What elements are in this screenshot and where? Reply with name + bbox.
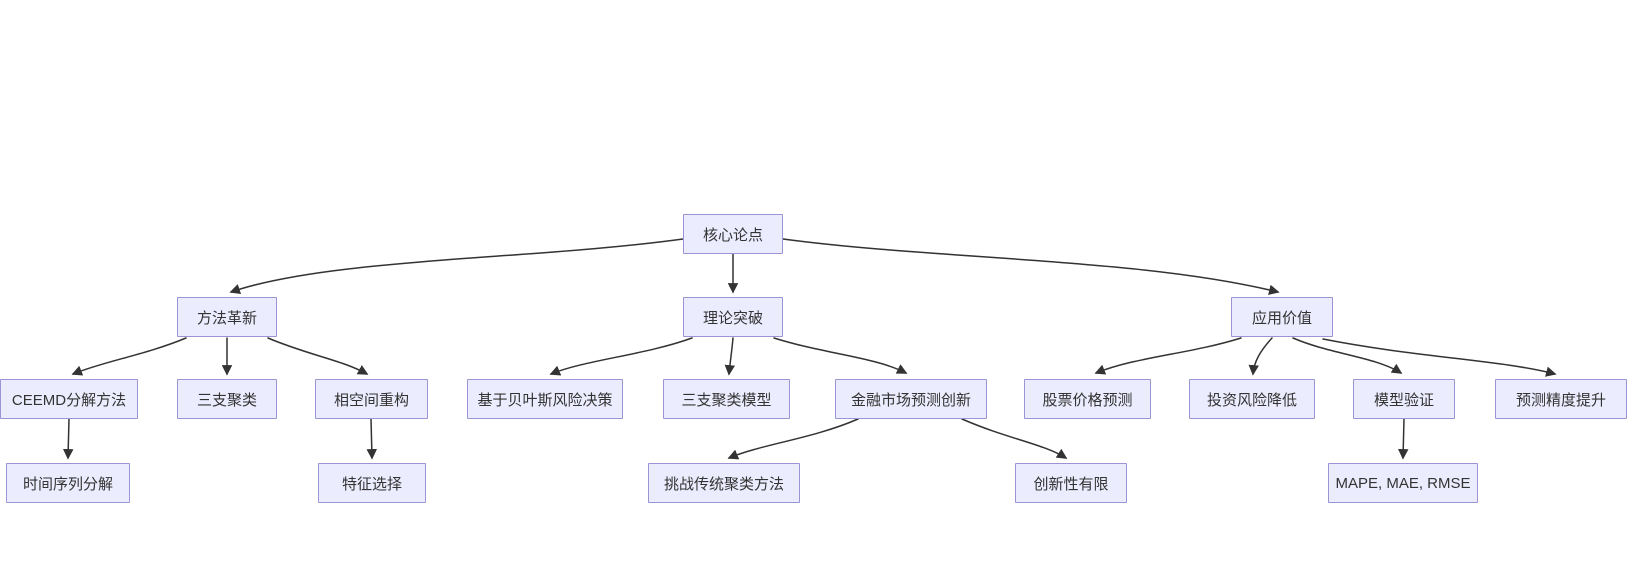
node-core-thesis: 核心论点 [683, 214, 783, 254]
node-three-way-clustering-model: 三支聚类模型 [663, 379, 790, 419]
edge-validation-to-metrics [1397, 418, 1409, 460]
node-bayesian-risk-decision: 基于贝叶斯风险决策 [467, 379, 623, 419]
node-time-series-decomposition: 时间序列分解 [6, 463, 130, 503]
edge-app-to-invest [1248, 337, 1273, 376]
node-challenge-traditional-clustering: 挑战传统聚类方法 [648, 463, 800, 503]
node-ceemd-decomposition: CEEMD分解方法 [0, 379, 138, 419]
edge-core-to-method [229, 238, 684, 295]
edge-method-to-phase [267, 337, 369, 375]
edge-core-to-application [782, 238, 1280, 295]
node-application-value: 应用价值 [1231, 297, 1333, 337]
node-investment-risk-reduction: 投资风险降低 [1189, 379, 1315, 419]
node-evaluation-metrics: MAPE, MAE, RMSE [1328, 463, 1478, 503]
node-forecast-accuracy-improve: 预测精度提升 [1495, 379, 1627, 419]
node-limited-innovation: 创新性有限 [1015, 463, 1127, 503]
edge-theory-to-bayes [549, 337, 693, 376]
node-phase-space-reconstruction: 相空间重构 [315, 379, 428, 419]
edge-app-to-validation [1292, 337, 1403, 374]
node-method-innovation: 方法革新 [177, 297, 277, 337]
edge-finance-to-challenge [727, 418, 859, 460]
edge-app-to-stock [1094, 337, 1242, 375]
node-model-validation: 模型验证 [1353, 379, 1455, 419]
node-three-way-clustering: 三支聚类 [177, 379, 277, 419]
node-feature-selection: 特征选择 [318, 463, 426, 503]
edge-theory-to-model [724, 337, 736, 376]
node-stock-price-prediction: 股票价格预测 [1024, 379, 1151, 419]
edge-finance-to-limited [961, 418, 1068, 459]
edge-app-to-accuracy [1322, 338, 1557, 377]
edge-method-to-ceemd [71, 337, 187, 376]
node-financial-market-innovation: 金融市场预测创新 [835, 379, 987, 419]
node-theory-breakthrough: 理论突破 [683, 297, 783, 337]
edge-theory-to-finance [773, 337, 908, 374]
edge-phase-to-feature [366, 418, 378, 460]
edge-ceemd-to-timeseries [62, 418, 74, 460]
